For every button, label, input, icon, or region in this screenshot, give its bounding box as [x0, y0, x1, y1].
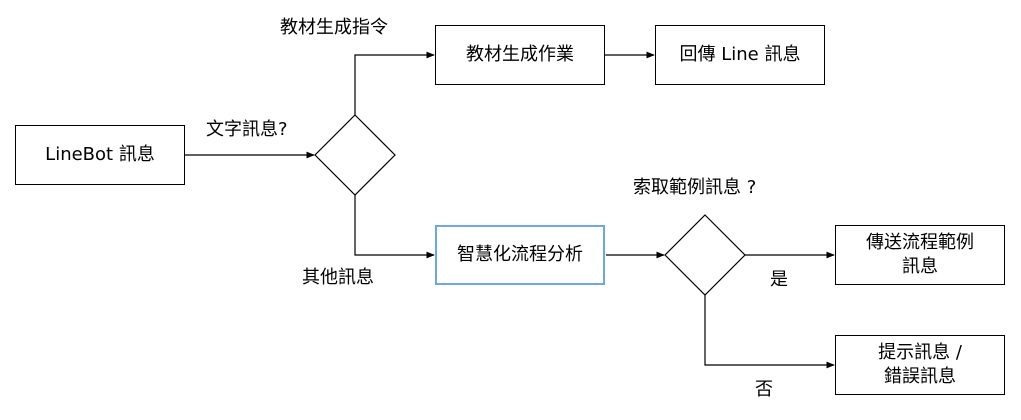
decision-diamond-example — [664, 214, 746, 296]
node-hint-error-line1: 提示訊息 / — [878, 342, 962, 363]
arrow-decision-to-gen-task — [354, 51, 435, 115]
node-hint-error-line2: 錯誤訊息 — [884, 366, 956, 387]
node-smart-flow-label: 智慧化流程分析 — [457, 244, 583, 265]
decision-diamond-text — [314, 114, 396, 196]
node-send-example-line1: 傳送流程範例 — [866, 232, 974, 253]
node-send-example-line2: 訊息 — [902, 256, 938, 277]
node-linebot-message: LineBot 訊息 — [15, 125, 185, 185]
node-smart-flow-analysis[interactable]: 智慧化流程分析 — [435, 225, 605, 285]
node-reply-line-label: 回傳 Line 訊息 — [679, 44, 801, 65]
node-hint-error: 提示訊息 / 錯誤訊息 — [835, 335, 1005, 395]
label-other-message: 其他訊息 — [302, 267, 374, 288]
label-text-message-question: 文字訊息? — [206, 119, 288, 140]
arrow-decision-to-smart-flow — [354, 195, 435, 259]
node-material-generation-label: 教材生成作業 — [466, 44, 574, 65]
label-no: 否 — [755, 379, 773, 400]
label-yes: 是 — [770, 269, 788, 290]
node-linebot-label: LineBot 訊息 — [45, 144, 155, 165]
node-reply-line: 回傳 Line 訊息 — [655, 25, 825, 85]
label-gen-command: 教材生成指令 — [280, 17, 388, 38]
node-send-example: 傳送流程範例 訊息 — [835, 225, 1005, 285]
arrow-decision-to-hint-error — [704, 295, 835, 369]
label-request-example-question: 索取範例訊息 ? — [633, 177, 757, 198]
node-material-generation: 教材生成作業 — [435, 25, 605, 85]
